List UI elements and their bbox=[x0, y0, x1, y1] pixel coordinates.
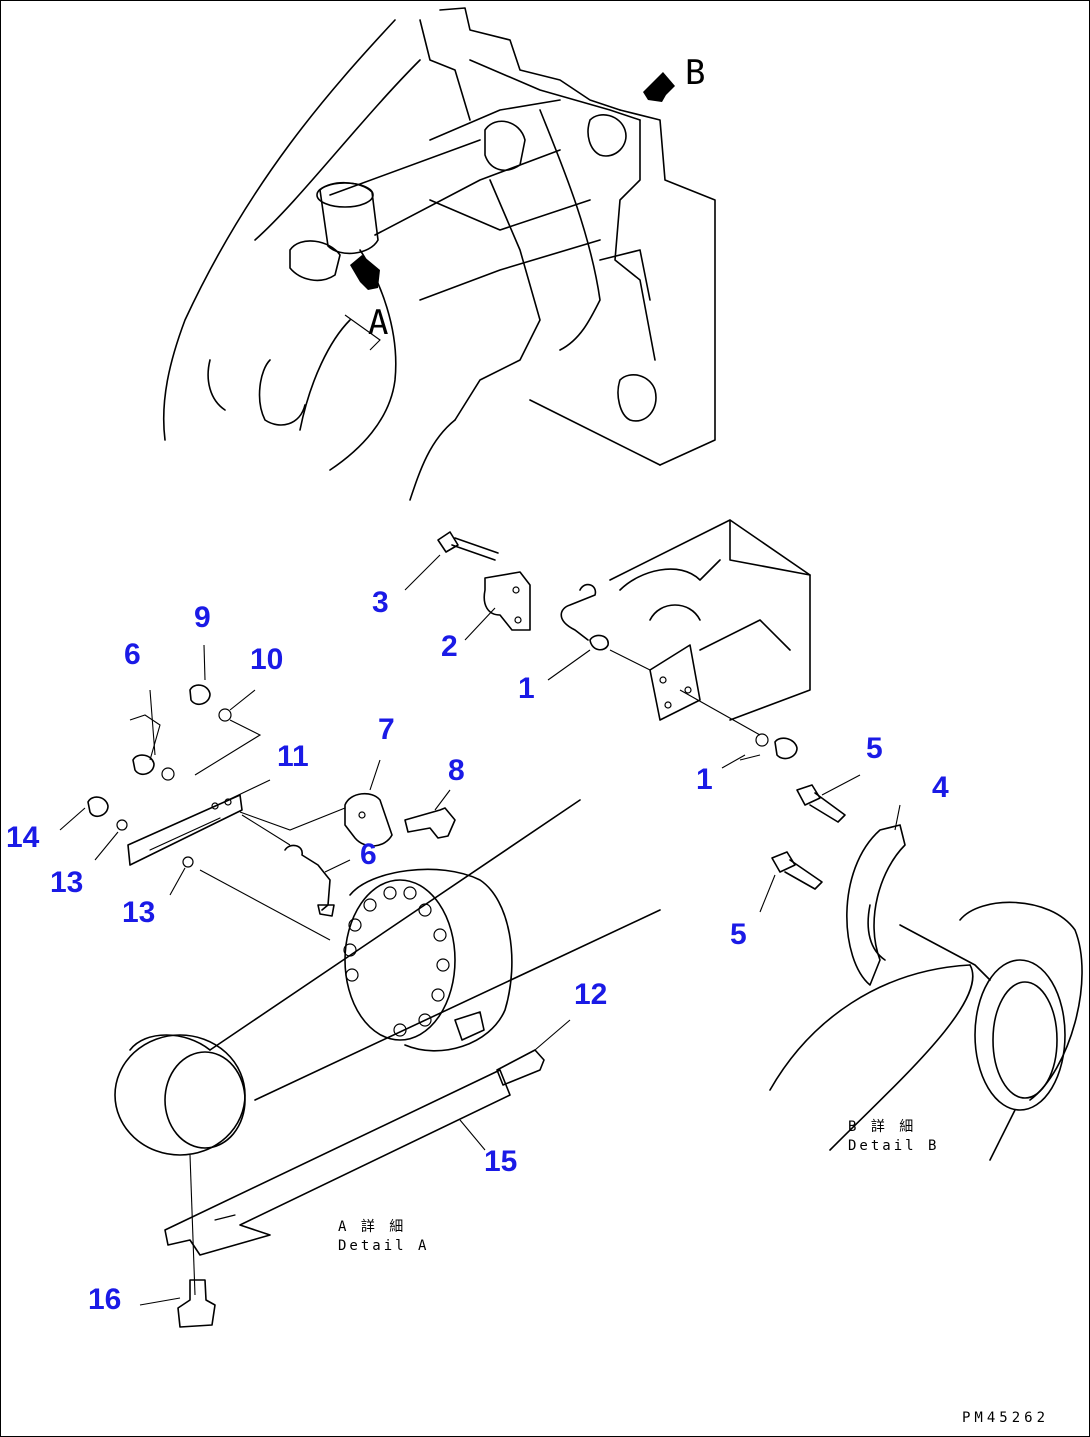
callout-2[interactable]: 2 bbox=[441, 630, 458, 663]
detail-a-drawing bbox=[87, 684, 661, 1328]
callout-3[interactable]: 3 bbox=[372, 586, 389, 619]
callout-10[interactable]: 10 bbox=[250, 643, 284, 676]
gland-bolt-pattern bbox=[343, 886, 450, 1037]
callout-13-left[interactable]: 13 bbox=[50, 866, 84, 899]
view-label-a: A bbox=[368, 303, 389, 343]
callout-14[interactable]: 14 bbox=[6, 821, 40, 854]
callout-13-center[interactable]: 13 bbox=[122, 896, 156, 929]
detail-b-caption-jp: B 詳 細 bbox=[848, 1119, 917, 1135]
detail-a-caption-en: Detail A bbox=[338, 1237, 430, 1254]
figure-code: PM45262 bbox=[962, 1410, 1050, 1426]
callout-4[interactable]: 4 bbox=[932, 771, 949, 804]
callout-16[interactable]: 16 bbox=[88, 1283, 122, 1316]
view-label-b: B bbox=[685, 53, 706, 93]
detail-b-caption-en: Detail B bbox=[848, 1137, 940, 1154]
view-arrows bbox=[350, 72, 675, 290]
callout-1-lower[interactable]: 1 bbox=[696, 763, 713, 796]
detail-a-caption-jp: A 詳 細 bbox=[338, 1219, 407, 1235]
callout-5-lower[interactable]: 5 bbox=[730, 918, 747, 951]
callout-11[interactable]: 11 bbox=[277, 740, 309, 773]
callout-leaders bbox=[59, 314, 901, 1306]
callout-6-upper[interactable]: 6 bbox=[124, 638, 141, 671]
detail-a-caption: A 詳 細 Detail A bbox=[338, 1218, 429, 1256]
callout-6-lower[interactable]: 6 bbox=[360, 838, 377, 871]
view-arrow-a-icon bbox=[350, 255, 380, 290]
detail-b-drawing bbox=[437, 519, 1083, 1161]
callout-7[interactable]: 7 bbox=[378, 713, 395, 746]
detail-b-caption: B 詳 細 Detail B bbox=[848, 1118, 939, 1156]
callout-8[interactable]: 8 bbox=[448, 754, 465, 787]
callout-15[interactable]: 15 bbox=[484, 1145, 518, 1178]
callout-12[interactable]: 12 bbox=[574, 978, 608, 1011]
callout-9[interactable]: 9 bbox=[194, 601, 211, 634]
callout-1-upper[interactable]: 1 bbox=[518, 672, 535, 705]
callout-5-upper[interactable]: 5 bbox=[866, 732, 883, 765]
view-arrow-b-icon bbox=[643, 72, 675, 102]
